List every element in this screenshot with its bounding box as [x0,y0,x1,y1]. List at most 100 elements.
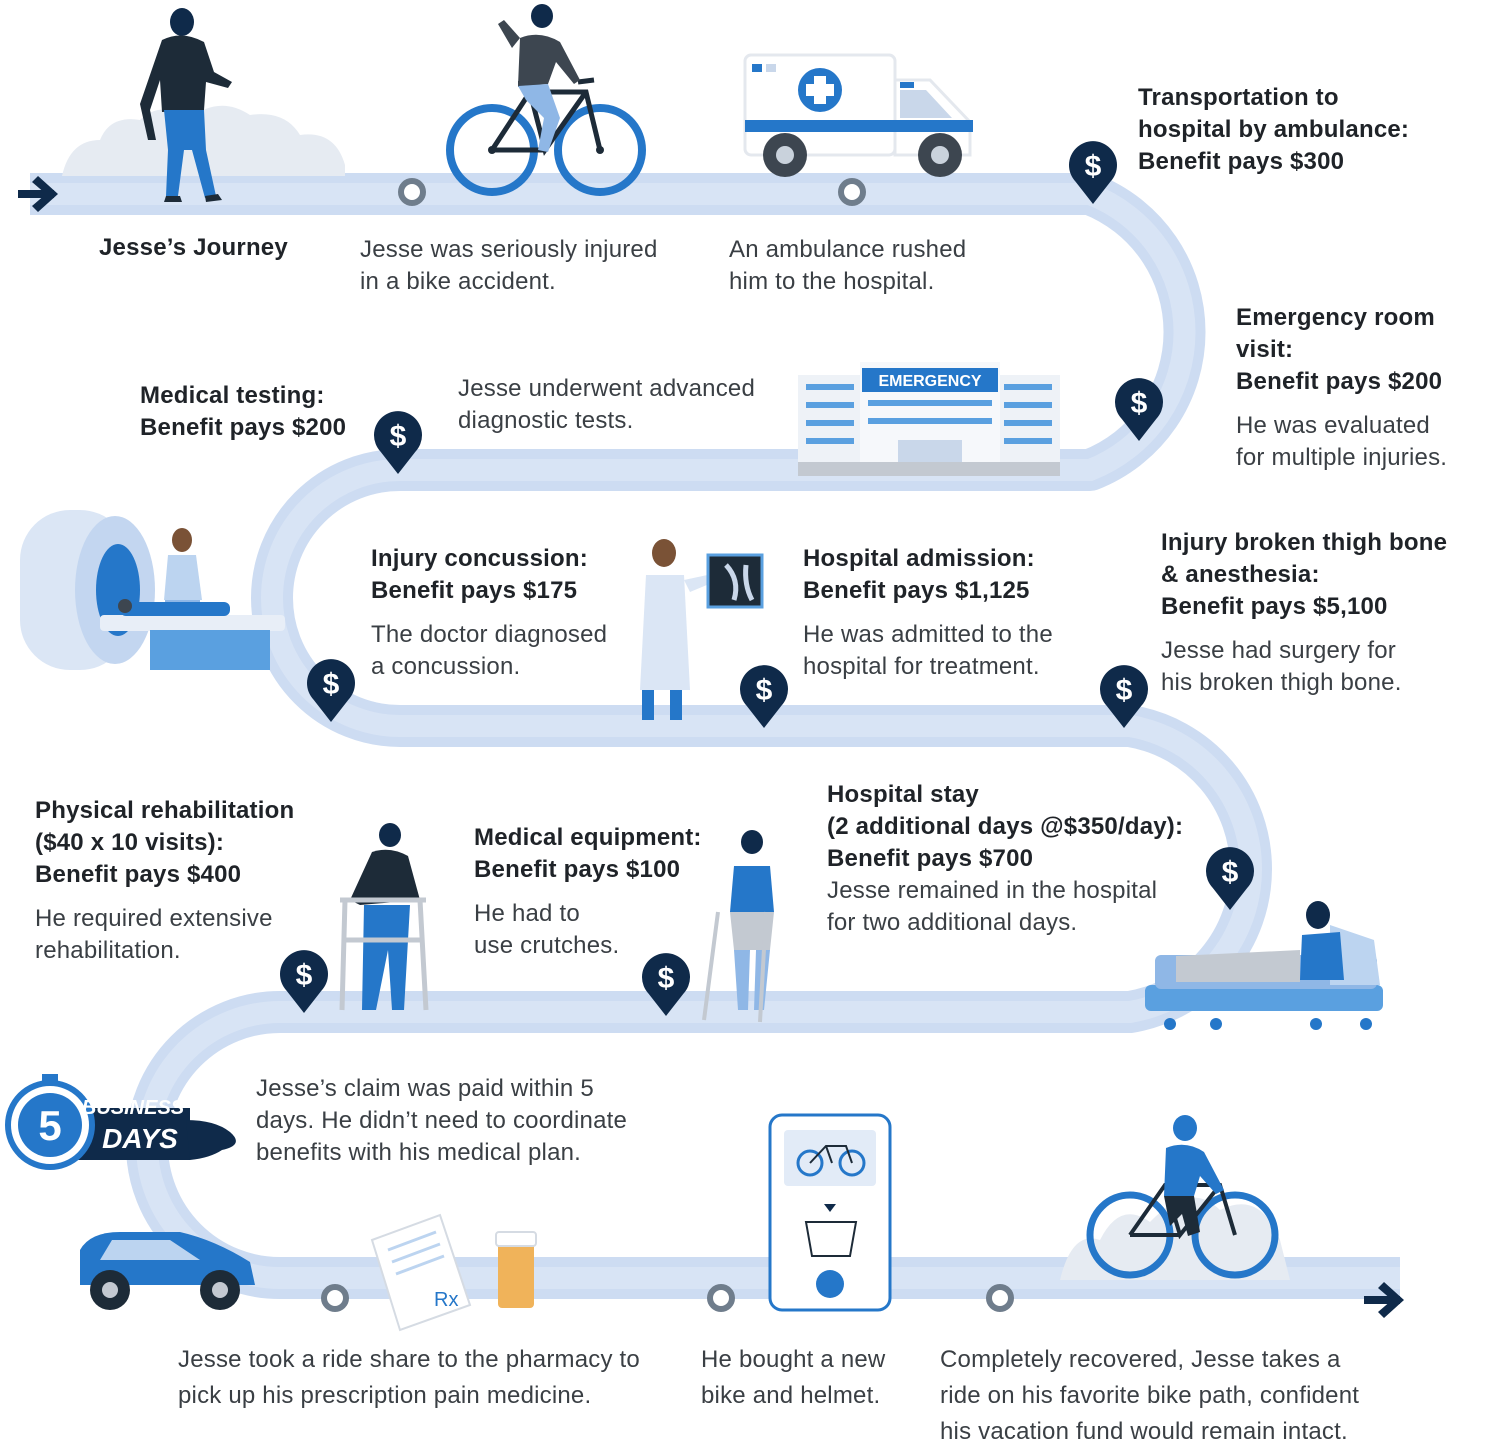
step-concussion-text: The doctor diagnosed a concussion. [371,621,608,680]
dollar-pin-icon: $ [1115,378,1164,441]
step-newbike-text: He bought a new bike and helmet. [701,1346,886,1409]
hospital-bed-illustration [1145,901,1383,1030]
dollar-pin-symbol: $ [1131,387,1148,420]
step-rehab-heading-1: Physical rehabilitation [35,797,295,824]
benefit-pins: $ $ $ $ $ $ $ $ $ [280,141,1254,1016]
step-equipment-heading-1: Medical equipment: [474,824,702,851]
prescription-illustration: Rx [370,1213,537,1332]
step-testing-heading-1: Medical testing: [140,382,325,409]
step-testing-text: Jesse underwent advanced diagnostic test… [458,375,755,434]
step-pharmacy-text: Jesse took a ride share to the pharmacy … [178,1346,640,1409]
step-concussion-heading-1: Injury concussion: [371,545,588,572]
dollar-pin-icon: $ [374,411,422,474]
dollar-pin-symbol: $ [658,962,675,995]
step-transport-heading-3: Benefit pays $300 [1138,148,1345,175]
step-equipment-heading-2: Benefit pays $100 [474,856,681,883]
dollar-pin-icon: $ [642,953,690,1016]
step-recovered-text: Completely recovered, Jesse takes a ride… [940,1346,1360,1445]
dollar-pin-symbol: $ [1116,674,1133,707]
journey-title: Jesse’s Journey [99,232,288,264]
step-thigh-heading-3: Benefit pays $5,100 [1161,593,1388,620]
milestone-marker [321,1284,349,1312]
step-thigh-heading-1: Injury broken thigh bone [1161,529,1448,556]
step-injury-text: Jesse was seriously injured in a bike ac… [360,236,658,295]
step-equipment-text: He had to use crutches. [474,900,620,959]
jesse-recovered-illustration [1060,1115,1290,1280]
step-thigh: Injury broken thigh bone & anesthesia: B… [1161,527,1447,699]
step-claim: Jesse’s claim was paid within 5 days. He… [256,1073,627,1169]
start-arrow-icon [18,176,58,212]
step-er: Emergency room visit: Benefit pays $200 … [1236,302,1497,474]
step-thigh-text: Jesse had surgery for his broken thigh b… [1161,637,1402,696]
end-arrow-icon [1364,1282,1404,1318]
jesse-walker-illustration [339,823,429,1011]
rx-label: Rx [434,1289,458,1311]
step-rehab: Physical rehabilitation ($40 x 10 visits… [35,795,294,967]
dollar-pin-symbol: $ [1222,856,1239,889]
step-stay-heading-3: Benefit pays $700 [827,845,1034,872]
step-newbike: He bought a new bike and helmet. [701,1342,885,1414]
step-stay-text: Jesse remained in the hospital for two a… [827,877,1158,936]
dollar-pin-symbol: $ [390,420,407,453]
road-highlight [30,183,1400,1289]
step-admission: Hospital admission: Benefit pays $1,125 … [803,543,1053,683]
doctor-illustration [640,539,764,720]
step-claim-text: Jesse’s claim was paid within 5 days. He… [256,1075,628,1166]
jesse-bike-illustration [446,4,646,196]
badge-line1: BUSINESS [82,1097,185,1119]
step-pharmacy: Jesse took a ride share to the pharmacy … [178,1342,640,1414]
emergency-sign: EMERGENCY [878,373,981,390]
step-admission-heading-2: Benefit pays $1,125 [803,577,1030,604]
ambulance-illustration [743,53,973,177]
dollar-pin-icon: $ [740,665,789,728]
jesse-standing-illustration [140,8,232,202]
step-rehab-heading-2: ($40 x 10 visits): [35,829,225,856]
step-rehab-text: He required extensive rehabilitation. [35,905,273,964]
step-stay-heading-1: Hospital stay [827,781,979,808]
step-ambulance-ride-text: An ambulance rushed him to the hospital. [729,236,967,295]
dollar-pin-icon: $ [1205,847,1254,910]
dollar-pin-icon: $ [280,950,328,1013]
milestone-marker [986,1284,1014,1312]
step-admission-heading-1: Hospital admission: [803,545,1035,572]
badge-number: 5 [38,1102,61,1149]
milestone-marker [838,178,866,206]
step-er-heading-2: Benefit pays $200 [1236,368,1443,395]
step-rehab-heading-3: Benefit pays $400 [35,861,242,888]
step-transport: Transportation to hospital by ambulance:… [1138,82,1409,178]
step-stay-heading-2: (2 additional days @$350/day): [827,813,1184,840]
step-concussion-heading-2: Benefit pays $175 [371,577,578,604]
step-ambulance-ride: An ambulance rushed him to the hospital. [729,234,966,298]
car-illustration [80,1232,255,1310]
dollar-pin-symbol: $ [296,959,313,992]
step-thigh-heading-2: & anesthesia: [1161,561,1320,588]
mri-illustration [20,510,285,670]
step-transport-heading-1: Transportation to [1138,84,1339,111]
phone-illustration [768,1113,892,1312]
step-injury: Jesse was seriously injured in a bike ac… [360,234,658,298]
step-testing-text-block: Jesse underwent advanced diagnostic test… [458,373,755,437]
step-stay: Hospital stay (2 additional days @$350/d… [827,779,1183,939]
step-er-heading-1: Emergency room visit: [1236,304,1435,363]
five-business-days-badge: 5 BUSINESS DAYS [5,1074,236,1170]
dollar-pin-icon: $ [307,659,355,722]
dollar-pin-icon: $ [1069,141,1118,204]
milestone-marker [707,1284,735,1312]
dollar-pin-symbol: $ [1085,150,1102,183]
badge-line2: DAYS [102,1123,178,1154]
step-testing-heading-2: Benefit pays $200 [140,414,347,441]
step-equipment: Medical equipment: Benefit pays $100 He … [474,822,702,962]
step-er-text: He was evaluated for multiple injuries. [1236,412,1448,471]
step-concussion: Injury concussion: Benefit pays $175 The… [371,543,607,683]
milestone-markers [321,178,1014,1312]
jesse-crutches-illustration [702,830,774,1023]
dollar-pin-icon: $ [1100,665,1148,728]
dollar-pin-symbol: $ [323,668,340,701]
journey-title-text: Jesse’s Journey [99,234,288,261]
dollar-pin-symbol: $ [756,674,773,707]
step-admission-text: He was admitted to the hospital for trea… [803,621,1053,680]
milestone-marker [398,178,426,206]
step-testing-heading: Medical testing: Benefit pays $200 [140,380,346,444]
hospital-illustration: EMERGENCY [798,362,1060,476]
